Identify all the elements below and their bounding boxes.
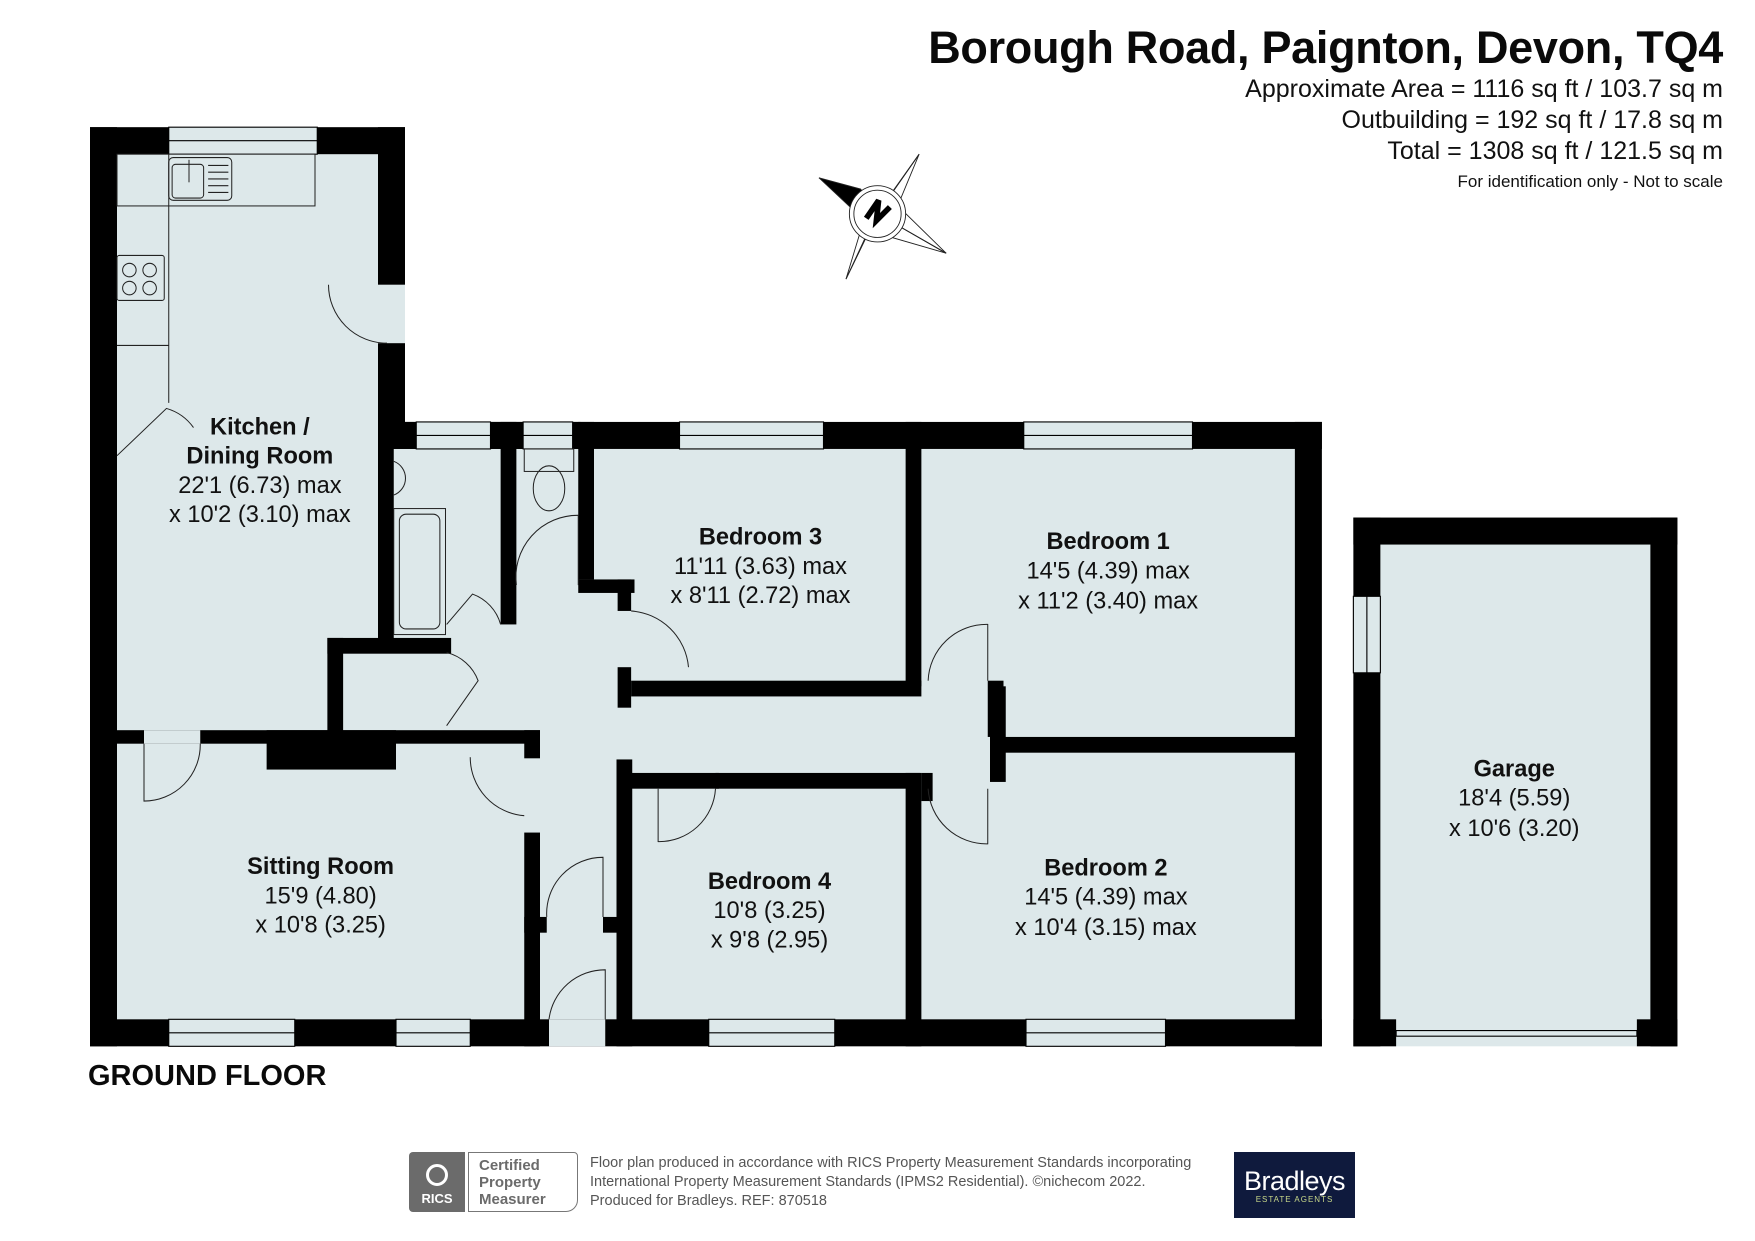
floor-label: GROUND FLOOR (88, 1060, 327, 1092)
svg-text:10'8 (3.25): 10'8 (3.25) (713, 898, 825, 924)
brand-subtitle: ESTATE AGENTS (1255, 1194, 1334, 1204)
rics-cert-line: Certified (479, 1157, 540, 1174)
rics-lion-icon (426, 1164, 448, 1186)
svg-text:14'5 (4.39) max: 14'5 (4.39) max (1024, 885, 1187, 911)
door-swings (116, 284, 989, 1020)
room-label-garage: Garage 18'4 (5.59) x 10'6 (3.20) (1449, 756, 1580, 842)
room-label-bedroom1: Bedroom 1 14'5 (4.39) max x 11'2 (3.40) … (1018, 529, 1198, 615)
svg-text:x 10'6 (3.20): x 10'6 (3.20) (1449, 816, 1580, 842)
svg-text:x 10'4 (3.15) max: x 10'4 (3.15) max (1015, 915, 1197, 941)
room-label-bedroom2: Bedroom 2 14'5 (4.39) max x 10'4 (3.15) … (1015, 855, 1197, 941)
floor-fill (90, 127, 1678, 1047)
svg-text:x 10'2 (3.10) max: x 10'2 (3.10) max (169, 502, 351, 528)
svg-text:Bedroom 2: Bedroom 2 (1044, 855, 1167, 881)
approximate-area: Approximate Area = 1116 sq ft / 103.7 sq… (1245, 75, 1723, 103)
rics-certified-label: Certified Property Measurer (468, 1152, 578, 1212)
fixtures (116, 153, 575, 636)
rics-logo: RICS (409, 1152, 465, 1212)
svg-text:x 11'2 (3.40) max: x 11'2 (3.40) max (1018, 589, 1198, 615)
rics-cert-line: Property (479, 1174, 541, 1191)
brand-name: Bradleys (1243, 1165, 1346, 1196)
basin-icon (393, 460, 406, 496)
disclaimer: For identification only - Not to scale (1457, 172, 1723, 191)
svg-text:15'9 (4.80): 15'9 (4.80) (265, 883, 377, 909)
north-compass-icon (818, 153, 947, 280)
rics-logo-text: RICS (421, 1191, 453, 1206)
room-label-kitchen: Kitchen / Dining Room 22'1 (6.73) max x … (169, 414, 351, 528)
svg-text:Kitchen /: Kitchen / (210, 414, 310, 440)
room-label-bedroom4: Bedroom 4 10'8 (3.25) x 9'8 (2.95) (708, 869, 831, 954)
svg-text:Garage: Garage (1474, 756, 1555, 782)
svg-text:14'5 (4.39) max: 14'5 (4.39) max (1026, 558, 1189, 584)
svg-text:x 9'8 (2.95): x 9'8 (2.95) (711, 927, 828, 953)
footer-text: Floor plan produced in accordance with R… (590, 1154, 1230, 1211)
svg-text:Bedroom 4: Bedroom 4 (708, 869, 831, 895)
doors (144, 730, 606, 1047)
svg-text:x 10'8 (3.25): x 10'8 (3.25) (255, 913, 386, 939)
hob-icon (116, 254, 165, 301)
header: Borough Road, Paignton, Devon, TQ4 Appro… (928, 22, 1723, 197)
svg-text:18'4 (5.59): 18'4 (5.59) (1458, 786, 1570, 812)
svg-text:22'1 (6.73) max: 22'1 (6.73) max (178, 473, 341, 499)
footer: RICS Certified Property Measurer Floor p… (409, 1152, 1230, 1212)
footer-text-line: International Property Measurement Stand… (590, 1173, 1146, 1190)
svg-text:Bedroom 1: Bedroom 1 (1046, 529, 1169, 555)
windows (168, 126, 1638, 1047)
rics-badge: RICS Certified Property Measurer (409, 1152, 578, 1212)
bradleys-logo: Bradleys ESTATE AGENTS (1234, 1152, 1355, 1218)
footer-text-line: Produced for Bradleys. REF: 870518 (590, 1192, 827, 1209)
svg-text:11'11 (3.63) max: 11'11 (3.63) max (674, 554, 847, 580)
rics-cert-line: Measurer (479, 1191, 546, 1208)
property-title: Borough Road, Paignton, Devon, TQ4 (928, 22, 1723, 73)
footer-text-line: Floor plan produced in accordance with R… (590, 1154, 1192, 1171)
total-area: Total = 1308 sq ft / 121.5 sq m (1387, 137, 1723, 165)
svg-text:x 8'11 (2.72) max: x 8'11 (2.72) max (671, 583, 851, 609)
bath-icon (393, 508, 447, 636)
svg-text:Dining Room: Dining Room (186, 444, 333, 470)
sink-icon (168, 157, 233, 201)
svg-text:Bedroom 3: Bedroom 3 (699, 525, 822, 551)
svg-text:Sitting Room: Sitting Room (247, 854, 394, 880)
outbuilding-area: Outbuilding = 192 sq ft / 17.8 sq m (1341, 106, 1723, 134)
room-label-sitting-room: Sitting Room 15'9 (4.80) x 10'8 (3.25) (247, 854, 394, 939)
toilet-icon (532, 465, 566, 512)
room-label-bedroom3: Bedroom 3 11'11 (3.63) max x 8'11 (2.72)… (671, 525, 851, 610)
